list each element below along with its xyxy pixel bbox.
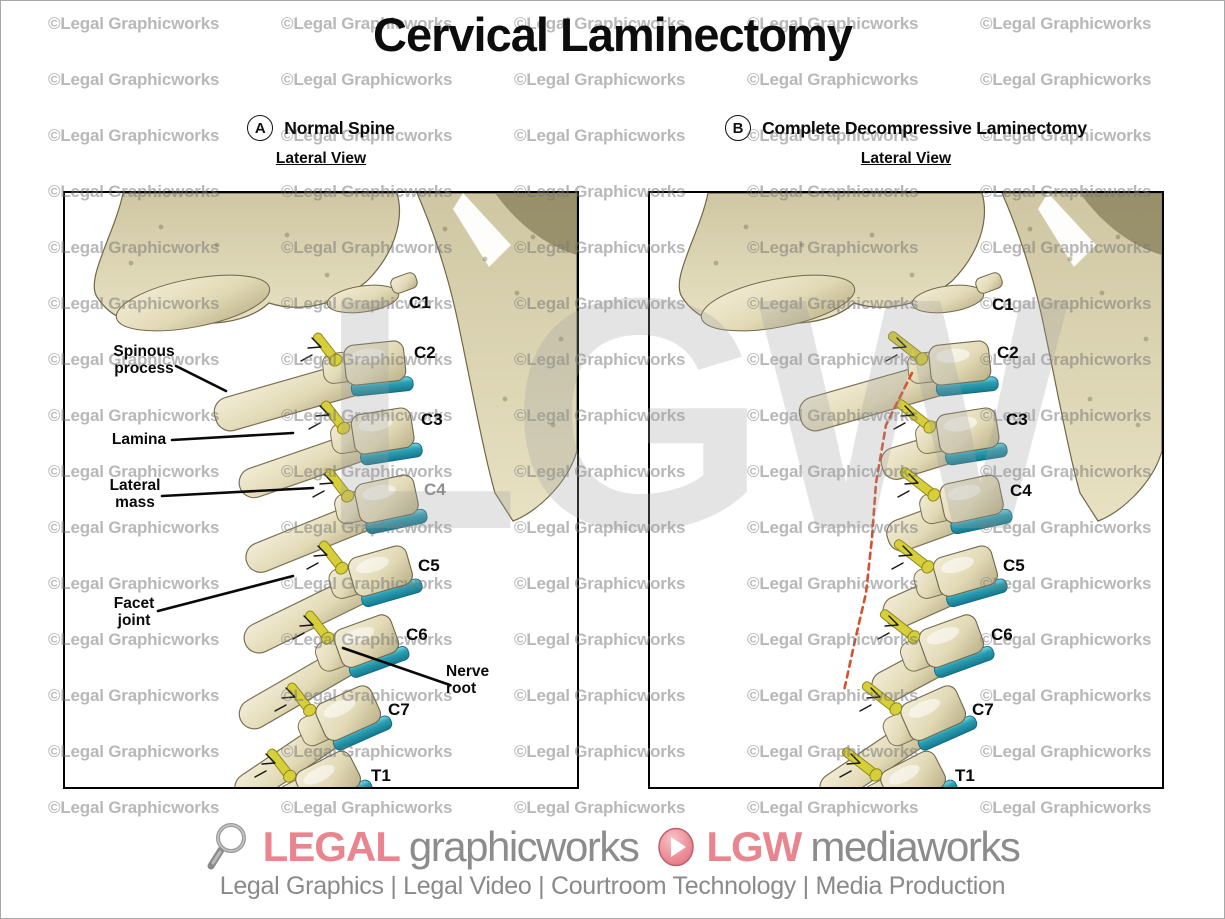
watermark-tile: ©Legal Graphicworks [281,70,453,89]
spine-illustration [678,193,1162,787]
panel-b-heading: Complete Decompressive Laminectomy [762,117,1087,138]
panel-a-badge: A [247,115,274,141]
anatomy-label: Lamina [111,431,167,448]
spine-illustration [93,193,577,787]
watermark-tile: ©Legal Graphicworks [48,70,220,89]
vertebra-label: C7 [972,700,994,719]
vertebra-label: C4 [1010,481,1032,500]
panel-b-badge: B [725,115,752,141]
panel-b-subheading: Lateral View [860,150,952,167]
vertebra-label: C2 [414,343,436,362]
watermark-tile: ©Legal Graphicworks [747,70,919,89]
vertebra-label: T1 [955,766,975,785]
legal-graphicworks-logo-rest: graphicworks [408,823,640,870]
watermark-tile: ©Legal Graphicworks [514,798,686,817]
panel-a-header: A Normal Spine [63,115,579,141]
watermark-tile: ©Legal Graphicworks [747,798,919,817]
magnifier-icon [207,823,246,870]
vertebra-label: C1 [409,293,431,312]
vertebra-label: C2 [997,343,1019,362]
vertebra-label: C4 [424,480,446,499]
vertebra-label: C5 [1003,556,1025,575]
legal-graphicworks-logo-bold: LEGAL [262,823,401,870]
vertebra-label: C3 [1006,410,1028,429]
footer-tagline: Legal Graphics | Legal Video | Courtroom… [219,872,1006,900]
watermark-tile: ©Legal Graphicworks [514,70,686,89]
vertebra-label: T1 [371,766,391,785]
vertebra-label: C5 [418,556,440,575]
lgw-mediaworks-logo-bold: LGW [706,823,802,870]
panel-a-subheading: Lateral View [275,150,367,167]
vertebra-label: C1 [992,295,1014,314]
panel-b-header: B Complete Decompressive Laminectomy [648,115,1164,141]
lgw-mediaworks-logo-rest: mediaworks [810,823,1021,870]
watermark-tile: ©Legal Graphicworks [281,798,453,817]
vertebra-label: C7 [388,700,410,719]
panel-a-heading: Normal Spine [284,117,395,138]
footer-brandline: LEGAL graphicworks LGW mediaworks [1,821,1224,873]
play-icon [658,827,695,867]
watermark-tile: ©Legal Graphicworks [48,798,220,817]
watermark-tile: ©Legal Graphicworks [980,70,1152,89]
page-title: Cervical Laminectomy [373,8,853,61]
vertebra-label: C6 [406,625,428,644]
vertebra-label: C6 [991,625,1013,644]
watermark-tile: ©Legal Graphicworks [980,798,1152,817]
vertebra-label: C3 [421,410,443,429]
